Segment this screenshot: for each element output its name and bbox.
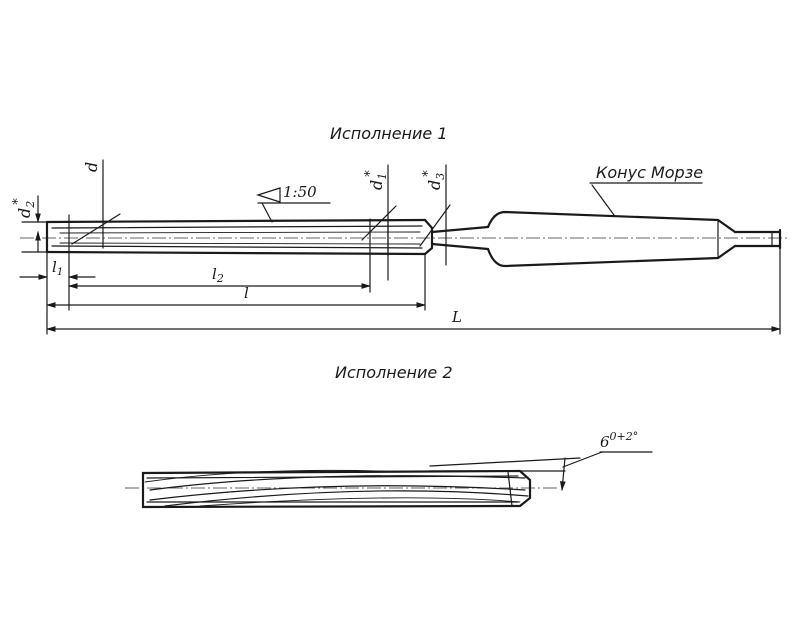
morse-leader-line [591, 184, 615, 216]
dim-d3-label: d3* [421, 170, 447, 190]
dim-l2: l2 [68, 265, 371, 289]
taper-leader-line [261, 202, 273, 223]
dim-d: d [71, 159, 121, 249]
dim-l2-label: l2 [212, 265, 224, 285]
dim-d2-label: d2* [11, 198, 37, 218]
dim-d-label: d [82, 162, 101, 172]
morse-taper-shank [486, 210, 782, 268]
dim-l-label: l [244, 284, 249, 302]
dim-d1: d1* [361, 164, 397, 281]
taper-symbol: 1:50 [256, 183, 331, 223]
variant-1-title: Исполнение 1 [330, 124, 448, 143]
variant-2-title: Исполнение 2 [335, 363, 453, 382]
dim-l: l [46, 284, 426, 308]
helix-angle-callout: 60+2° [429, 430, 653, 491]
dim-d2: d2* [11, 195, 48, 253]
variant-1-group: Исполнение 1 [11, 124, 790, 335]
dim-d1-label: d1* [363, 170, 389, 190]
dim-L: L [46, 308, 781, 332]
taper-ratio-label: 1:50 [283, 183, 317, 201]
helical-cutting-part [141, 469, 532, 509]
cutting-part [45, 218, 434, 257]
neck [430, 225, 490, 251]
helix-angle-label: 60+2° [600, 430, 638, 451]
dim-L-label: L [451, 308, 462, 326]
variant-2-group: Исполнение 2 60+2° [125, 363, 653, 509]
dim-d3: d3* [419, 164, 451, 266]
morse-taper-label: Конус Морзе [596, 163, 703, 182]
dim-l1: l1 [19, 258, 96, 280]
dim-l1-label: l1 [52, 258, 63, 278]
